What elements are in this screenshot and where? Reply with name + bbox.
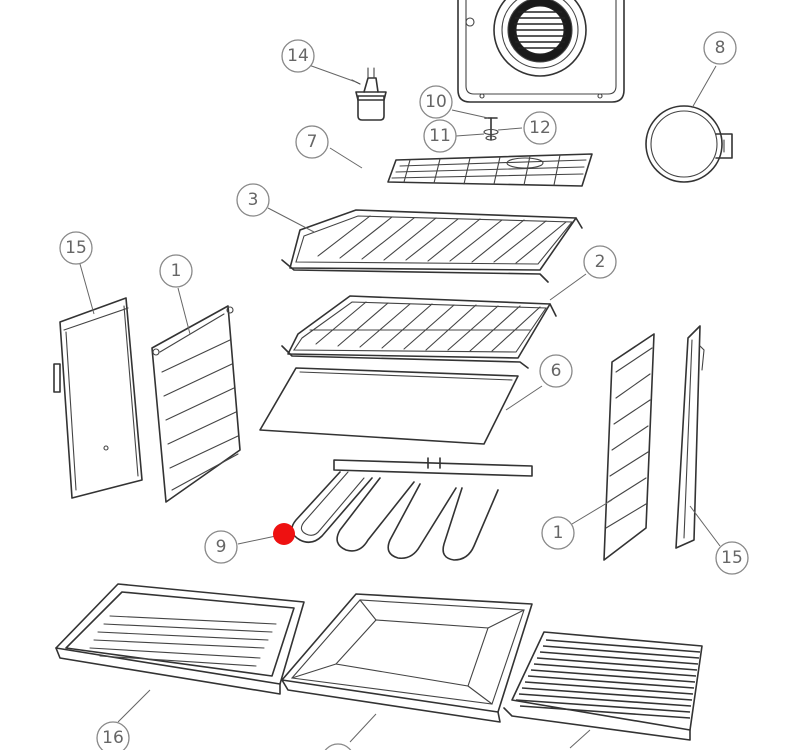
flat-tray-plate [259, 367, 519, 445]
callout-16: 16 [96, 721, 130, 750]
callout-12: 12 [523, 111, 557, 145]
middle-oven-rack [281, 295, 557, 369]
callout-1-left: 1 [159, 254, 193, 288]
callout-label: 12 [529, 118, 551, 138]
callout-label: 9 [216, 537, 227, 557]
callout-8: 8 [703, 31, 737, 65]
callout-6: 6 [539, 354, 573, 388]
callout-10: 10 [419, 85, 453, 119]
oven-back-panel [457, 0, 625, 103]
leader-lines [79, 63, 721, 749]
callout-label: 2 [595, 252, 606, 272]
callout-label: 10 [425, 92, 447, 112]
callout-14: 14 [281, 39, 315, 73]
callout-11: 11 [423, 119, 457, 153]
deep-baking-tray [281, 593, 533, 723]
left-side-liner [53, 297, 143, 499]
callout-15-right: 15 [715, 541, 749, 575]
callout-3: 3 [236, 183, 270, 217]
upper-oven-rack [281, 209, 583, 283]
callout-2: 2 [583, 245, 617, 279]
callout-label: 11 [429, 126, 451, 146]
callout-15-left: 15 [59, 231, 93, 265]
callout-label: 3 [248, 190, 259, 210]
right-shelf-support [603, 333, 655, 561]
callout-label: 1 [553, 523, 564, 543]
callout-label: 1 [171, 261, 182, 281]
lamp-assembly [351, 67, 387, 121]
callout-label: 8 [715, 38, 726, 58]
right-side-liner [675, 325, 705, 549]
callout-label: 15 [721, 548, 743, 568]
lower-heating-element [291, 457, 533, 561]
grill-plate [503, 631, 703, 741]
screw-and-washer [483, 117, 499, 141]
callout-9: 9 [204, 530, 238, 564]
callout-label: 15 [65, 238, 87, 258]
callout-label: 16 [102, 728, 124, 748]
callout-partial-bottom-middle [324, 743, 352, 750]
callout-label: 14 [287, 46, 309, 66]
circular-heating-element [645, 105, 733, 183]
callout-label: 7 [307, 132, 318, 152]
callout-1-right: 1 [541, 516, 575, 550]
top-wire-guard [387, 153, 593, 187]
callout-7: 7 [295, 125, 329, 159]
callout-label: 6 [551, 361, 562, 381]
left-shelf-support [151, 305, 241, 503]
red-marker-dot[interactable] [273, 523, 295, 545]
grill-tray [55, 583, 305, 695]
